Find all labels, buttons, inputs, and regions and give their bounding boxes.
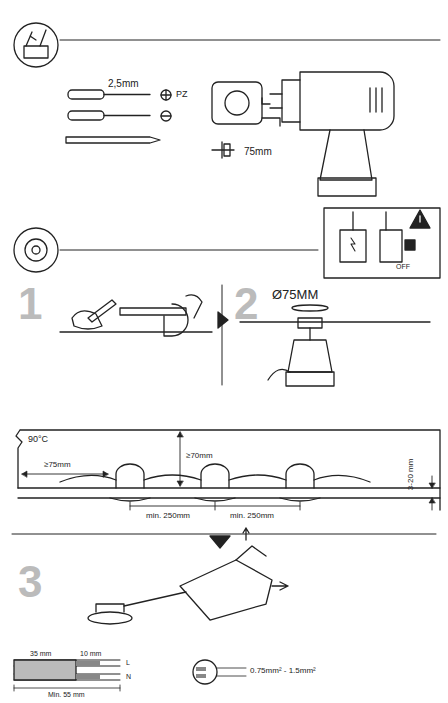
tool-size: 2,5mm [108, 78, 139, 89]
dimension: 35 mm [30, 650, 51, 658]
dimension: Min. 55 mm [48, 691, 85, 699]
dimension: ≥70mm [186, 452, 213, 461]
temperature-note: 90°C [28, 435, 48, 445]
wire-name: N [126, 673, 131, 681]
dimension: ≥75mm [44, 461, 71, 470]
dimension: 10 mm [80, 650, 101, 658]
step-number: 2 [234, 280, 258, 328]
hole-diameter: Ø75MM [272, 288, 318, 302]
dimension: min. 250mm [146, 512, 190, 521]
step-number: 1 [18, 280, 42, 328]
hole-saw-size: 75mm [244, 146, 272, 157]
wire-section: 0.75mm² - 1.5mm² [250, 667, 316, 676]
bit-type: PZ [176, 90, 188, 100]
wire-name: L [126, 659, 130, 667]
switch-state: OFF [396, 263, 410, 271]
dimension: min. 250mm [230, 512, 274, 521]
step-number: 3 [18, 558, 42, 606]
dimension: 3-20 mm [407, 459, 416, 491]
